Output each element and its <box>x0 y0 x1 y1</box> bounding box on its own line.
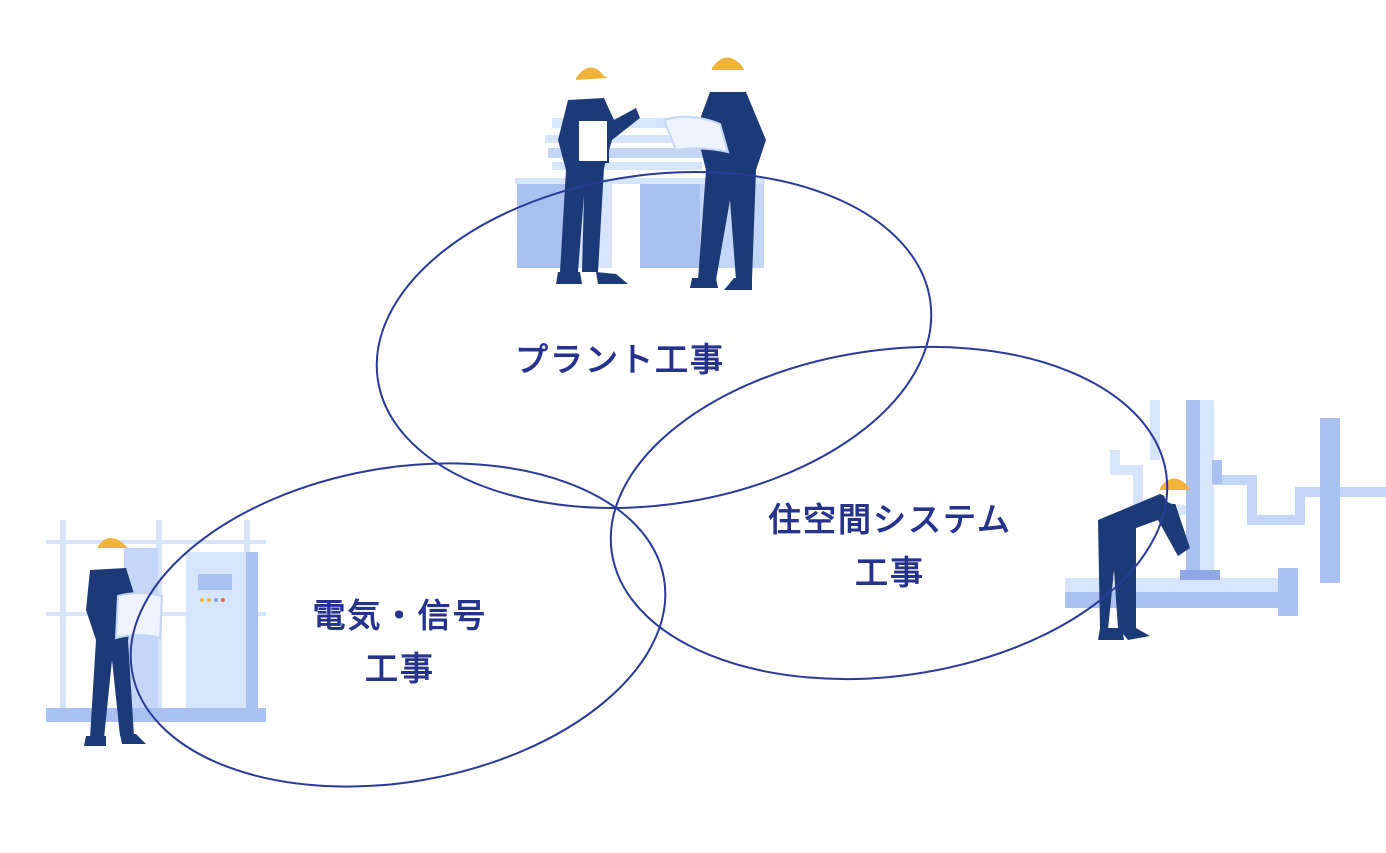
ellipse-electric <box>129 462 667 788</box>
pipe-worker-illustration <box>1065 400 1386 640</box>
label-plant: プラント工事 <box>470 334 770 387</box>
label-living-space-system: 住空間システム 工事 <box>720 494 1060 600</box>
worker-clipboard <box>556 67 646 284</box>
ellipse-living <box>609 345 1169 681</box>
label-electric-line-1: 電気・信号 <box>312 596 488 635</box>
label-electric-signal: 電気・信号 工事 <box>250 590 550 696</box>
control-panel-worker-illustration <box>46 520 266 746</box>
plant-workers-illustration <box>515 57 766 290</box>
label-living-line-2: 工事 <box>855 552 925 592</box>
ellipse-group <box>129 171 1169 788</box>
ellipse-plant <box>375 171 933 509</box>
label-electric-line-2: 工事 <box>365 648 435 688</box>
label-living-line-1: 住空間システム <box>767 500 1012 539</box>
label-plant-line-1: プラント工事 <box>515 340 725 379</box>
worker-blueprint <box>662 57 766 290</box>
